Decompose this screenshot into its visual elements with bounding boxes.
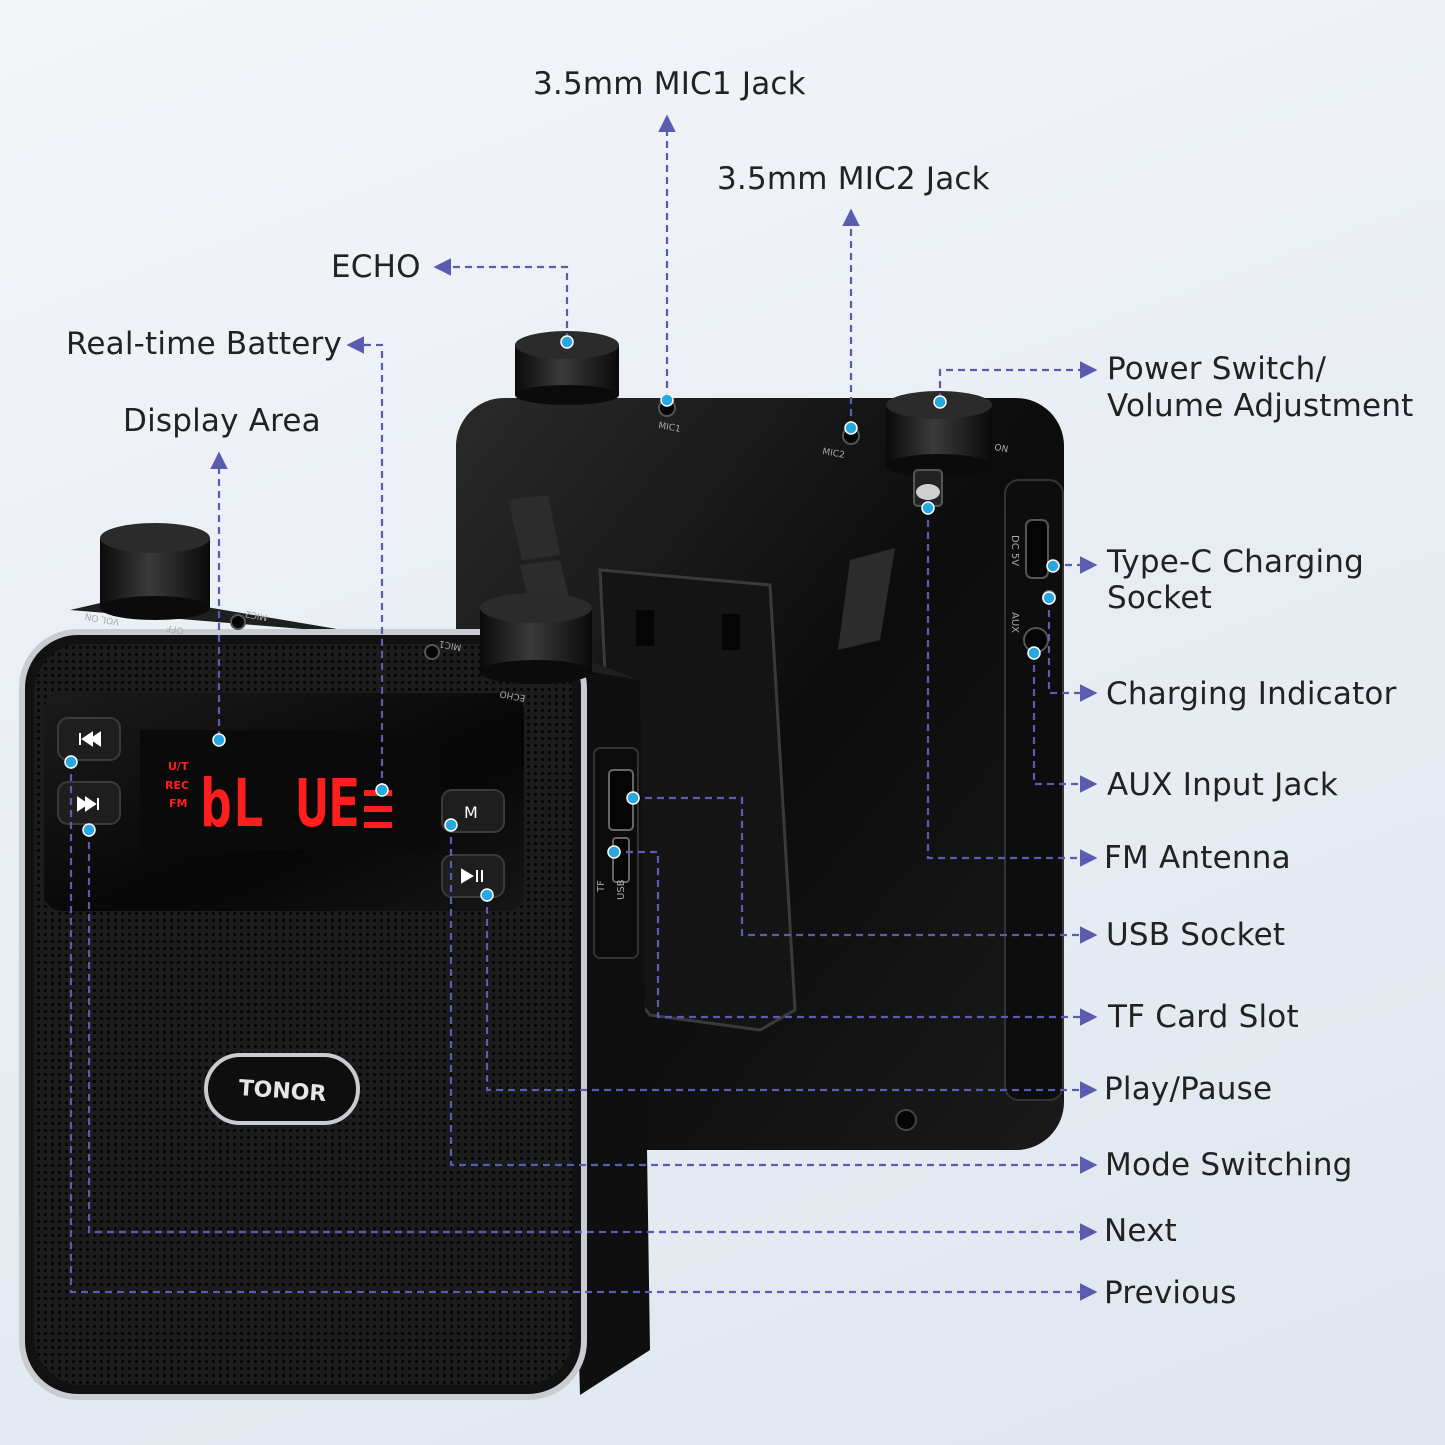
leader-fm: [926, 508, 1098, 867]
clip-slot-right: [722, 614, 740, 650]
label-previous: Previous: [1104, 1275, 1237, 1311]
play-pause-icon: [461, 868, 483, 884]
label-echo: ECHO: [331, 249, 421, 285]
label-battery: Real-time Battery: [66, 326, 343, 362]
leader-usb: [633, 796, 1098, 944]
mode-button-label: M: [464, 803, 478, 822]
tf-card-slot[interactable]: [612, 837, 630, 883]
label-power-switch-line1: Power Switch/: [1107, 351, 1327, 387]
dot-mic1: [660, 393, 674, 407]
label-tf-card: TF Card Slot: [1108, 999, 1299, 1035]
label-mic2-jack: 3.5mm MIC2 Jack: [717, 161, 990, 197]
mode-label-fm: FM: [169, 797, 187, 810]
dot-battery: [375, 783, 389, 797]
back-on-label: ON: [993, 443, 1008, 455]
usb-label: USB: [616, 879, 627, 900]
mic2-jack-back-label: MIC2: [821, 447, 845, 461]
echo-panel-label: ECHO: [499, 688, 526, 702]
leader-dots: [64, 335, 1060, 902]
label-type-c-line1: Type-C Charging: [1107, 544, 1364, 580]
led-display-text: bL UE: [200, 765, 360, 842]
label-next: Next: [1104, 1213, 1178, 1249]
play-pause-button[interactable]: [441, 854, 505, 898]
clip-slot-left: [636, 610, 654, 646]
leader-echo: [433, 258, 569, 340]
mic2-jack-front-label: MIC2: [244, 608, 268, 622]
off-label: OFF: [165, 622, 184, 635]
mic1-jack-front[interactable]: [424, 644, 440, 660]
leader-next: [87, 830, 1098, 1241]
dot-fm: [921, 501, 935, 515]
label-mic1-jack: 3.5mm MIC1 Jack: [533, 66, 806, 102]
label-aux-input: AUX Input Jack: [1107, 767, 1339, 803]
dot-type-c: [1046, 559, 1060, 573]
vent-slot-right: [838, 548, 895, 650]
mode-label-ut: U/T: [168, 760, 189, 773]
dot-next: [82, 823, 96, 837]
previous-button[interactable]: [57, 717, 121, 761]
dot-echo: [560, 335, 574, 349]
mic2-jack-front[interactable]: [230, 614, 246, 630]
back-unit-foot-hole: [895, 1109, 917, 1131]
dot-display: [212, 733, 226, 747]
mic1-jack-back-label: MIC1: [657, 421, 681, 435]
dot-power: [933, 395, 947, 409]
mic1-jack-front-label: MIC1: [438, 638, 462, 652]
label-charging-indicator: Charging Indicator: [1106, 676, 1397, 712]
leader-play: [485, 895, 1098, 1099]
mode-label-rec: REC: [165, 779, 189, 792]
dot-mode: [444, 818, 458, 832]
front-unit: TF USB MIC2 MIC1 VOL ON OFF ECHO U/T REC…: [19, 523, 650, 1400]
leader-tf: [614, 850, 1098, 1026]
dot-play: [480, 888, 494, 902]
front-unit-top-face: [70, 595, 640, 680]
label-mode-switching: Mode Switching: [1105, 1147, 1353, 1183]
dot-previous: [64, 755, 78, 769]
dot-charging: [1042, 591, 1056, 605]
leader-power: [938, 361, 1098, 400]
vent-slot-top-left: [508, 495, 560, 560]
previous-icon: [79, 731, 101, 747]
label-display-area: Display Area: [123, 403, 321, 439]
battery-level-bars: [364, 790, 392, 828]
brand-logo-text: TONOR: [238, 1076, 327, 1107]
label-power-switch-line2: Volume Adjustment: [1107, 388, 1414, 424]
dot-aux: [1027, 646, 1041, 660]
next-icon: [77, 796, 99, 812]
label-play-pause: Play/Pause: [1104, 1071, 1273, 1107]
leader-aux: [1032, 653, 1098, 793]
dot-usb: [626, 791, 640, 805]
echo-knob[interactable]: [515, 331, 619, 405]
type-c-socket[interactable]: [1025, 519, 1049, 579]
front-echo-knob[interactable]: [480, 593, 592, 684]
leader-charging: [1047, 598, 1098, 702]
label-type-c-line2: Socket: [1107, 580, 1212, 616]
brand-badge: TONOR: [204, 1053, 360, 1125]
dot-tf: [607, 845, 621, 859]
leader-previous: [69, 762, 1098, 1301]
fm-antenna: [913, 469, 943, 507]
next-button[interactable]: [57, 781, 121, 825]
tf-label: TF: [596, 880, 607, 893]
leader-lines: [69, 114, 1098, 1301]
mode-button[interactable]: M: [441, 789, 505, 833]
label-usb-socket: USB Socket: [1106, 917, 1286, 953]
dc-5v-label: DC 5V: [1009, 535, 1020, 566]
label-fm-antenna: FM Antenna: [1104, 840, 1291, 876]
leader-battery: [346, 336, 384, 790]
front-volume-knob[interactable]: [100, 523, 210, 620]
leader-mode: [449, 825, 1098, 1174]
dot-mic2: [844, 421, 858, 435]
aux-label: AUX: [1009, 612, 1020, 633]
